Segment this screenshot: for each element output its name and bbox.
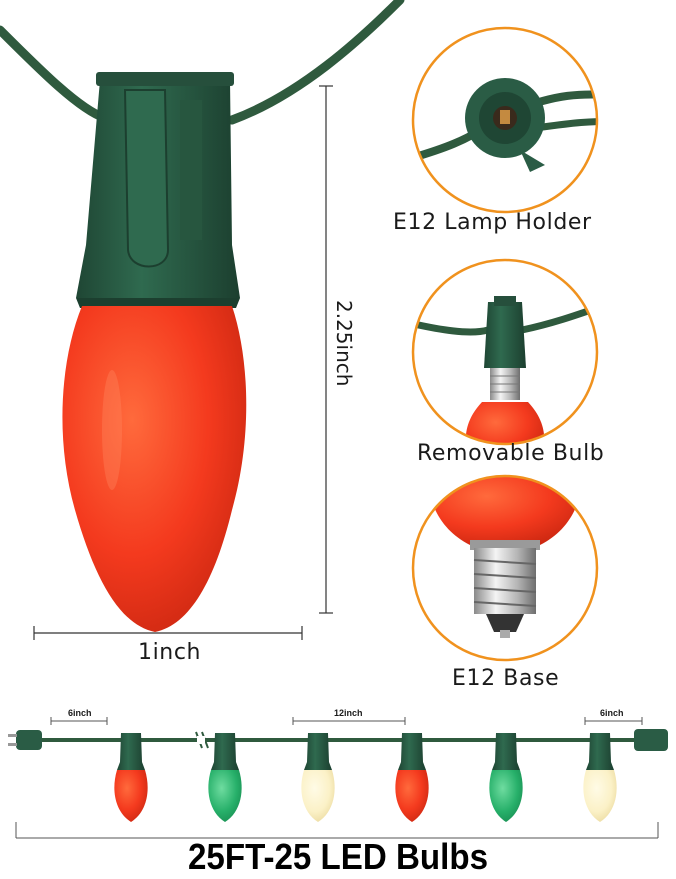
height-dimension-label: 2.25inch xyxy=(332,300,356,387)
strand-bulb-red xyxy=(114,733,148,822)
width-dimension xyxy=(33,626,303,640)
spacing-label-middle: 12inch xyxy=(334,708,363,718)
e12-base-closeup xyxy=(411,474,599,662)
callout-label-removable-bulb: Removable Bulb xyxy=(417,441,605,466)
strand-bulb-warm xyxy=(583,733,617,822)
height-dimension xyxy=(319,85,333,614)
lamp-holder-closeup xyxy=(411,26,599,214)
removable-bulb-closeup xyxy=(411,258,599,446)
strand-bulb-warm xyxy=(301,733,335,822)
callout-label-lamp-holder: E12 Lamp Holder xyxy=(393,210,592,235)
strand-bulb-green xyxy=(489,733,523,822)
width-dimension-label: 1inch xyxy=(138,640,202,665)
footer-title: 25FT-25 LED Bulbs xyxy=(187,836,488,877)
strand-bulb-red xyxy=(395,733,429,822)
main-bulb-illustration xyxy=(0,0,405,632)
spacing-label-left: 6inch xyxy=(68,708,92,718)
callout-label-e12-base: E12 Base xyxy=(452,666,560,691)
strand-bulb-green xyxy=(208,733,242,822)
light-strand-diagram xyxy=(8,717,668,839)
spacing-label-right: 6inch xyxy=(600,708,624,718)
